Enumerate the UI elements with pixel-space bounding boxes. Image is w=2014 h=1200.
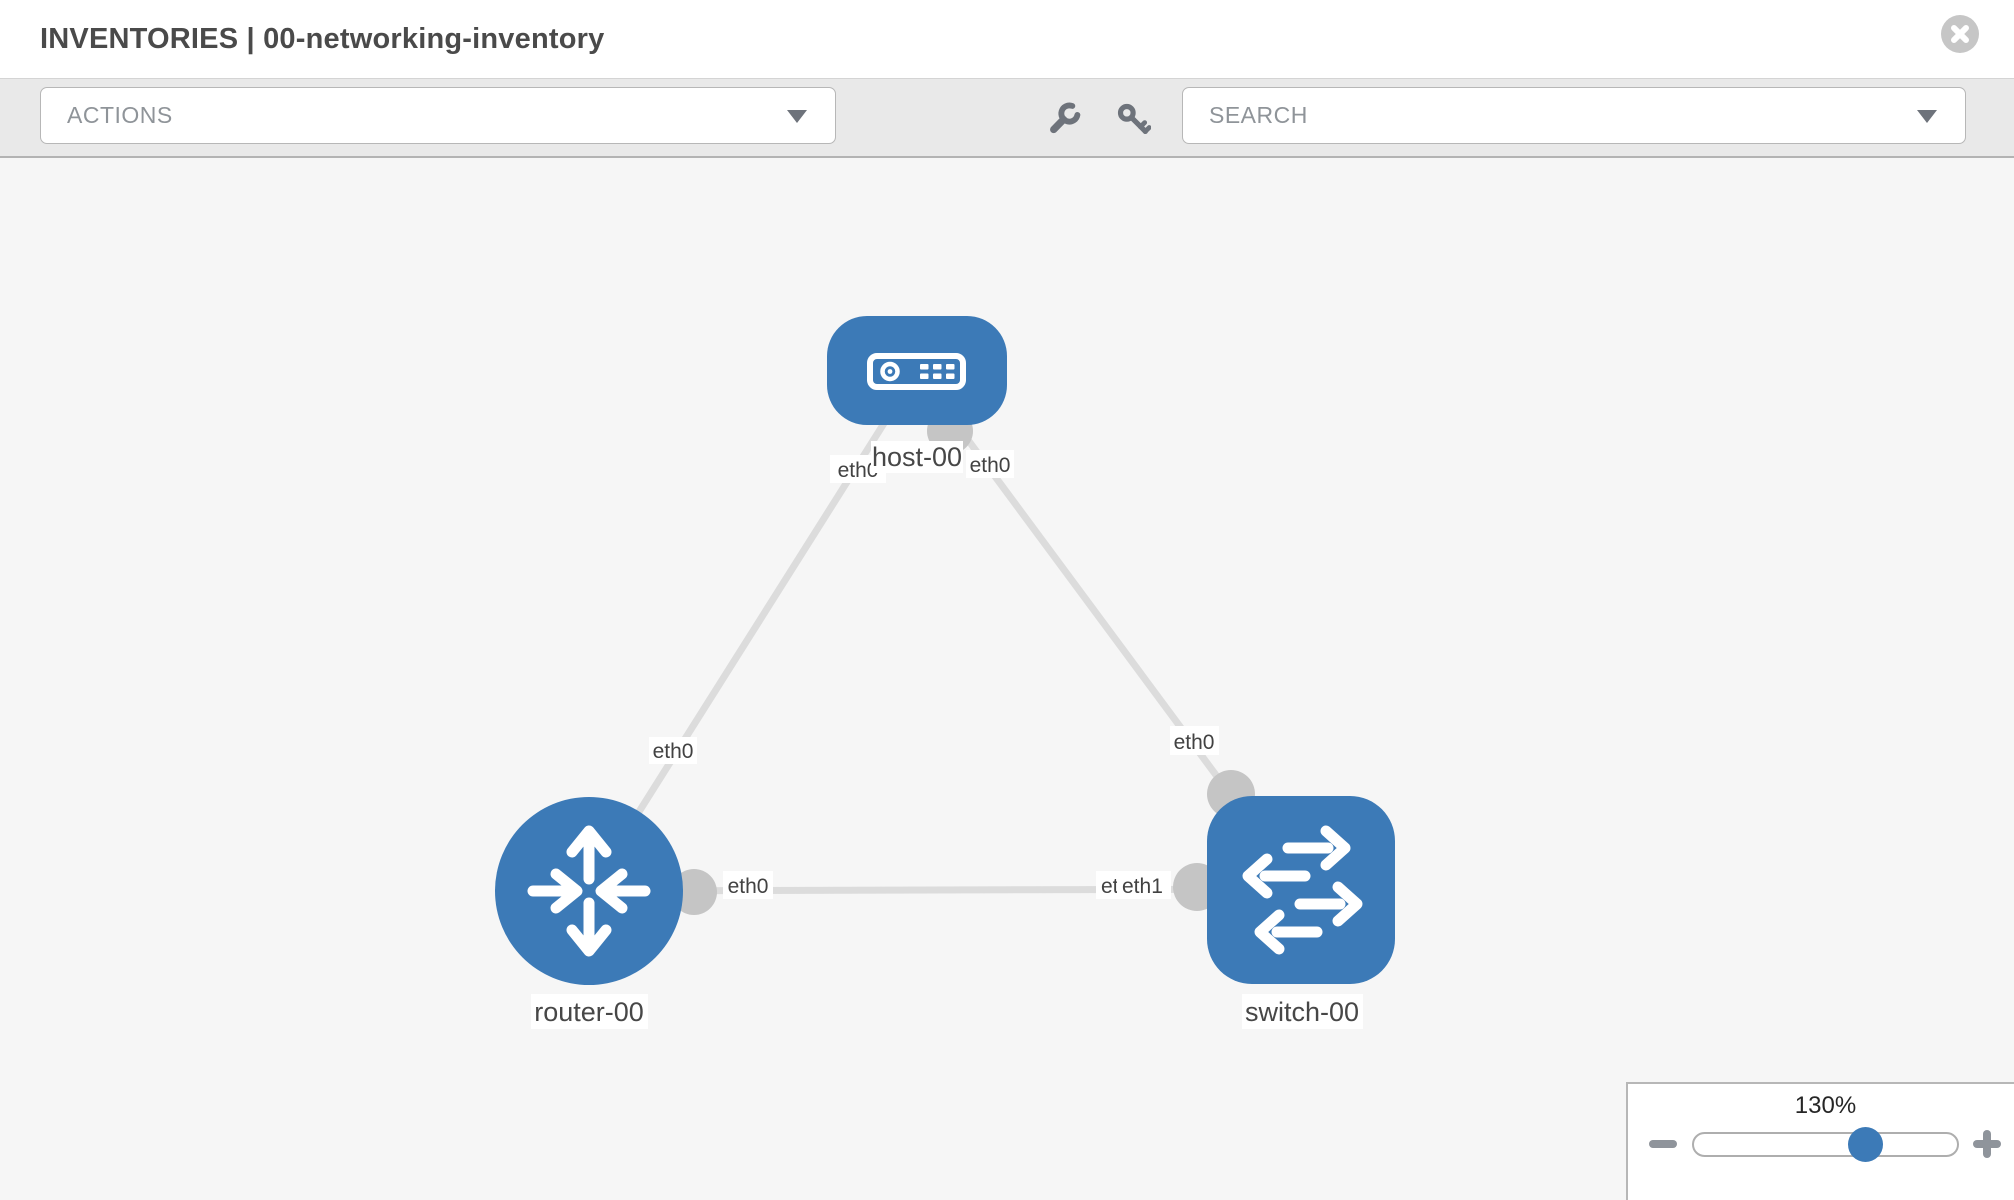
chevron-down-icon (1917, 109, 1937, 123)
close-icon (1951, 25, 1969, 43)
if-label-host-right: eth0 (970, 454, 1011, 477)
if-label-router-right: eth0 (728, 875, 769, 898)
node-router-00[interactable] (495, 797, 683, 985)
if-label-host-left: eth0 (838, 459, 879, 482)
interface-labels: eth0 eth0 eth0 eth0 eth0 eth0 eth1 (649, 450, 1219, 899)
router-icon (527, 825, 651, 957)
actions-dropdown[interactable]: ACTIONS (40, 87, 836, 144)
header: INVENTORIES | 00-networking-inventory (0, 0, 2014, 78)
search-placeholder: SEARCH (1209, 102, 1308, 128)
zoom-slider-track[interactable] (1692, 1132, 1959, 1157)
node-switch-00[interactable] (1207, 796, 1395, 984)
tools-button[interactable] (1041, 96, 1087, 142)
topology-svg: eth0 eth0 eth0 eth0 eth0 eth0 eth1 host-… (495, 316, 1395, 1029)
node-label-switch: switch-00 (1245, 997, 1359, 1027)
node-host-00[interactable] (827, 316, 1007, 425)
zoom-in-button[interactable] (1972, 1126, 2002, 1162)
port-router-eth0[interactable] (671, 869, 717, 915)
page-title: INVENTORIES | 00-networking-inventory (40, 23, 605, 55)
toolbar: ACTIONS SEARCH (0, 78, 2014, 158)
zoom-slider-knob[interactable] (1848, 1127, 1883, 1162)
credentials-button[interactable] (1110, 96, 1156, 142)
search-dropdown[interactable]: SEARCH (1182, 87, 1966, 144)
zoom-percent: 130% (1794, 1092, 1857, 1119)
node-label-host: host-00 (872, 442, 962, 472)
chevron-down-icon (787, 109, 807, 123)
if-label-switch-mid: eth1 (1122, 875, 1163, 898)
if-label-switch-top: eth0 (1174, 731, 1215, 754)
if-label-router-top: eth0 (653, 740, 694, 763)
zoom-out-button[interactable] (1648, 1126, 1678, 1162)
minus-icon (1649, 1140, 1677, 1148)
switch-icon (1242, 825, 1363, 955)
node-label-router: router-00 (534, 997, 644, 1027)
ports-layer (671, 408, 1255, 915)
node-labels: host-00 router-00 switch-00 (531, 441, 1363, 1029)
actions-dropdown-label: ACTIONS (67, 102, 173, 128)
wrench-icon (1050, 102, 1081, 134)
key-icon (1117, 103, 1151, 134)
topology-canvas[interactable]: eth0 eth0 eth0 eth0 eth0 eth0 eth1 host-… (0, 158, 2014, 1200)
host-icon (867, 353, 966, 390)
close-button[interactable] (1941, 15, 1979, 53)
zoom-panel: 130% (1626, 1082, 2014, 1200)
